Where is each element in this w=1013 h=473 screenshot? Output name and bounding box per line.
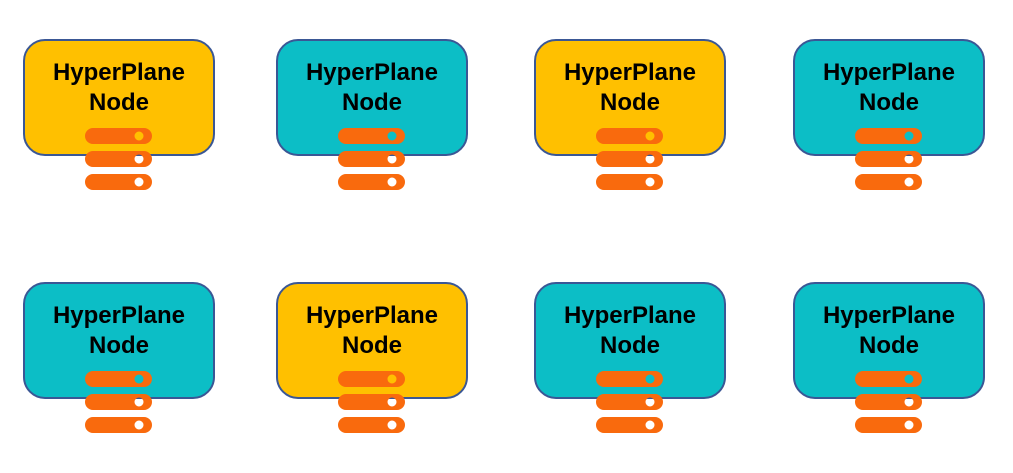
server-stack-icon [85,371,152,433]
server-bar-icon [85,371,152,387]
node-label-line1: HyperPlane [305,59,439,86]
node-label-line1: HyperPlane [305,302,439,329]
node-label: HyperPlane Node [278,58,466,118]
node-label-line2: Node [342,332,402,359]
server-bar-icon [596,174,663,190]
server-bar-icon [855,128,922,144]
node-label: HyperPlane Node [278,301,466,361]
server-stack-icon [338,128,405,190]
server-stack-icon [855,128,922,190]
server-stack-icon [596,371,663,433]
server-bar-icon [855,371,922,387]
node-label-line1: HyperPlane [563,59,697,86]
hyperplane-node-8[interactable]: HyperPlane Node [793,282,985,433]
node-label: HyperPlane Node [795,58,983,118]
hyperplane-node-4[interactable]: HyperPlane Node [793,39,985,190]
server-bar-icon [85,151,152,167]
node-label-line2: Node [600,332,660,359]
node-label: HyperPlane Node [25,58,213,118]
node-label-line2: Node [859,332,919,359]
server-bar-icon [85,394,152,410]
node-label: HyperPlane Node [25,301,213,361]
hyperplane-node-2[interactable]: HyperPlane Node [276,39,468,190]
hyperplane-node-3[interactable]: HyperPlane Node [534,39,726,190]
server-bar-icon [855,151,922,167]
server-stack-icon [596,128,663,190]
hyperplane-node-1[interactable]: HyperPlane Node [23,39,215,190]
node-label-line1: HyperPlane [52,302,186,329]
hyperplane-node-5[interactable]: HyperPlane Node [23,282,215,433]
server-bar-icon [855,174,922,190]
server-bar-icon [338,371,405,387]
node-label-line2: Node [600,89,660,116]
server-bar-icon [85,417,152,433]
server-bar-icon [596,151,663,167]
node-label-line1: HyperPlane [822,59,956,86]
hyperplane-node-6[interactable]: HyperPlane Node [276,282,468,433]
server-stack-icon [855,371,922,433]
server-bar-icon [338,151,405,167]
node-label-line1: HyperPlane [563,302,697,329]
server-bar-icon [596,371,663,387]
node-label: HyperPlane Node [795,301,983,361]
hyperplane-node-7[interactable]: HyperPlane Node [534,282,726,433]
node-label-line2: Node [859,89,919,116]
server-bar-icon [338,174,405,190]
node-label-line2: Node [89,89,149,116]
node-label-line1: HyperPlane [822,302,956,329]
node-label-line1: HyperPlane [52,59,186,86]
server-bar-icon [338,128,405,144]
node-label: HyperPlane Node [536,301,724,361]
node-label: HyperPlane Node [536,58,724,118]
server-bar-icon [596,128,663,144]
server-bar-icon [596,417,663,433]
server-bar-icon [338,417,405,433]
server-stack-icon [338,371,405,433]
server-bar-icon [85,128,152,144]
server-stack-icon [85,128,152,190]
server-bar-icon [855,394,922,410]
server-bar-icon [85,174,152,190]
node-label-line2: Node [89,332,149,359]
server-bar-icon [338,394,405,410]
node-label-line2: Node [342,89,402,116]
server-bar-icon [855,417,922,433]
server-bar-icon [596,394,663,410]
